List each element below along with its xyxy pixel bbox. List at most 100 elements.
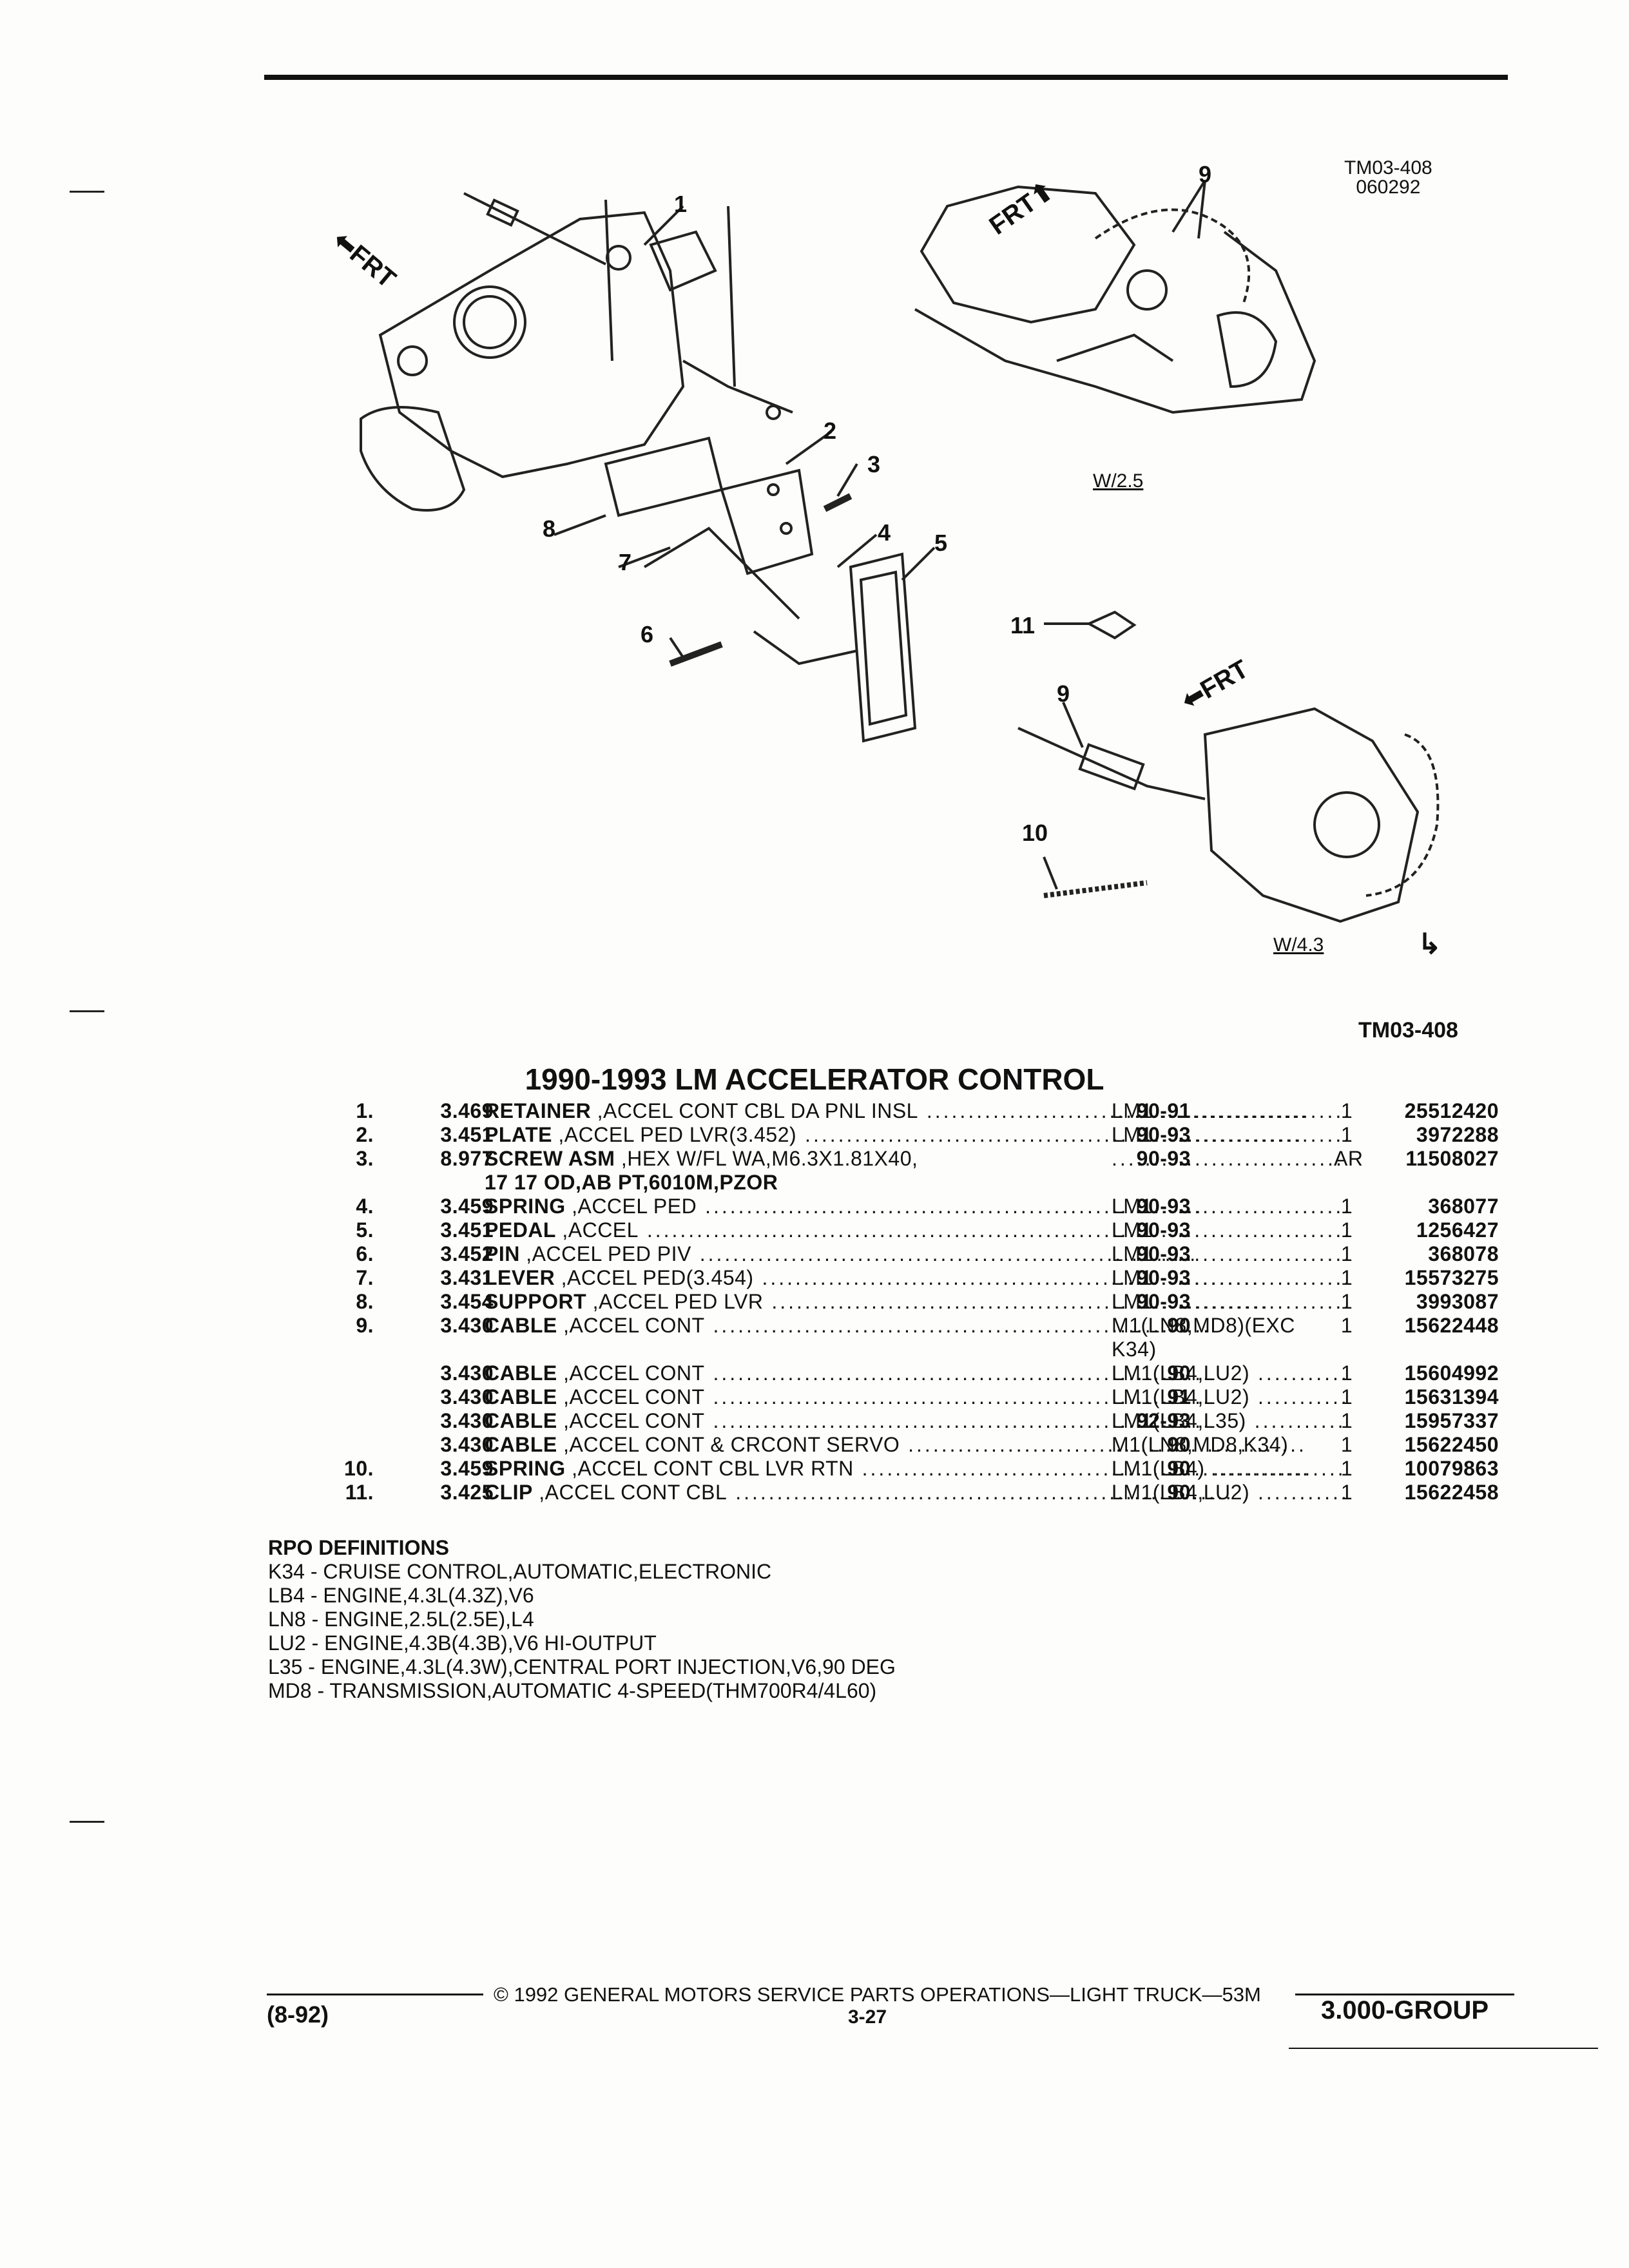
model-years: 90-93	[1136, 1147, 1191, 1170]
callout-4: 4	[878, 519, 891, 546]
cable-line-lower	[1017, 727, 1206, 800]
model-years: 90	[1167, 1361, 1191, 1385]
leader-dots: ........................................…	[1161, 1290, 1346, 1313]
group-number: 3.459	[440, 1195, 494, 1218]
plate-part	[720, 468, 814, 575]
model-code-text: LM1	[1112, 1099, 1153, 1122]
part-description: PEDAL ,ACCEL ...........................…	[485, 1218, 1307, 1242]
part-desc-text: ,ACCEL PED(3.454)	[555, 1266, 754, 1289]
panel-cutout	[360, 406, 466, 512]
lever-arm	[643, 526, 800, 620]
model-code-text: LM1(LB4,LU2)	[1112, 1385, 1250, 1408]
model-code-text: M1(LN8,MD8,K34)	[1112, 1433, 1289, 1456]
diagram-code: TM03-408	[1344, 157, 1432, 178]
leader-dots: ........................................…	[753, 1266, 1260, 1289]
group-number: 3.430	[440, 1409, 494, 1432]
part-desc-text: ,ACCEL CONT	[557, 1314, 705, 1337]
model-years: 90-93	[1136, 1123, 1191, 1146]
part-name: CLIP	[485, 1481, 533, 1504]
callout-2: 2	[824, 418, 837, 444]
footer-copyright: © 1992 GENERAL MOTORS SERVICE PARTS OPER…	[494, 1983, 1261, 2006]
model-years: 90	[1167, 1433, 1191, 1456]
leader-dots: ........................................…	[704, 1361, 1211, 1385]
model-code: LM1 ....................................…	[1112, 1099, 1346, 1123]
leader-dots: ........................................…	[727, 1481, 1234, 1504]
group-number: 3.430	[440, 1361, 494, 1385]
part-name: CABLE	[485, 1433, 557, 1456]
item-number: 9.	[356, 1314, 374, 1337]
model-code: M1(LN8,MD8,K34)	[1112, 1433, 1346, 1457]
pivot-pin	[669, 641, 723, 667]
leader-dots: ........................................…	[691, 1242, 1199, 1265]
part-description: SUPPORT ,ACCEL PED LVR .................…	[485, 1290, 1307, 1314]
leader-dots: ........................................…	[796, 1123, 1304, 1146]
leader-dots: ........................................…	[1161, 1218, 1346, 1242]
diagram-date: 060292	[1356, 177, 1421, 198]
part-name: LEVER	[485, 1266, 555, 1289]
model-code: LM1 ....................................…	[1112, 1290, 1346, 1314]
return-spring	[1043, 880, 1148, 898]
leader-dots: ........................................…	[926, 1099, 1307, 1122]
model-code-text: LM1	[1112, 1195, 1153, 1218]
quantity: 1	[1340, 1361, 1353, 1385]
group-number: 3.454	[440, 1290, 494, 1313]
item-number: 11.	[345, 1481, 374, 1504]
quantity: 1	[1340, 1266, 1353, 1289]
part-desc-text: ,ACCEL PED	[565, 1195, 697, 1218]
part-number: 3993087	[1416, 1290, 1499, 1313]
screw-part	[823, 493, 853, 512]
part-number: 1256427	[1416, 1218, 1499, 1242]
leader-dots: ........................................…	[1161, 1195, 1346, 1218]
model-code: LM1(LB4,LU2) ...........................…	[1112, 1385, 1346, 1409]
model-years: 90-93	[1136, 1218, 1191, 1242]
model-code-text: LM1	[1112, 1290, 1153, 1313]
group-number: 3.430	[440, 1433, 494, 1456]
part-name: CABLE	[485, 1409, 557, 1432]
throttle-body	[1203, 707, 1420, 923]
part-desc-text: ,ACCEL PED PIV	[519, 1242, 691, 1265]
callout-9-lower: 9	[1057, 680, 1070, 707]
part-description: CABLE ,ACCEL CONT ......................…	[485, 1385, 1307, 1409]
rpo-item: MD8 - TRANSMISSION,AUTOMATIC 4-SPEED(THM…	[268, 1679, 877, 1702]
footer-rule-right	[1295, 1994, 1514, 1995]
part-name: RETAINER	[485, 1099, 592, 1122]
model-code: LM1(LB4,LU2) ...........................…	[1112, 1481, 1346, 1504]
dash-panel	[378, 211, 685, 479]
quantity: 1	[1340, 1242, 1353, 1265]
model-code: LM1(LB4,LU2) ...........................…	[1112, 1361, 1346, 1385]
callout-10: 10	[1022, 820, 1048, 846]
callout-8: 8	[543, 515, 556, 542]
leader-dots: ........................................…	[908, 1433, 1307, 1456]
model-code: ........................................…	[1112, 1147, 1346, 1171]
model-years: 90-93	[1136, 1290, 1191, 1313]
quantity: 1	[1340, 1099, 1353, 1122]
part-name: SPRING	[485, 1457, 566, 1480]
part-number: 11508027	[1405, 1147, 1499, 1170]
leader-dots: ........................................…	[1257, 1481, 1346, 1504]
part-description: RETAINER ,ACCEL CONT CBL DA PNL INSL ...…	[485, 1099, 1307, 1123]
page-title: 1990-1993 LM ACCELERATOR CONTROL	[525, 1062, 1104, 1096]
quantity: 1	[1340, 1290, 1353, 1313]
rpo-item: LN8 - ENGINE,2.5L(2.5E),L4	[268, 1608, 534, 1631]
margin-mark	[70, 1821, 104, 1823]
quantity: 1	[1340, 1123, 1353, 1146]
callout-11: 11	[1010, 612, 1036, 639]
model-years: 90	[1167, 1314, 1191, 1337]
rpo-item: K34 - CRUISE CONTROL,AUTOMATIC,ELECTRONI…	[268, 1560, 772, 1583]
group-number: 3.425	[440, 1481, 494, 1504]
part-description: SCREW ASM ,HEX W/FL WA,M6.3X1.81X40,	[485, 1147, 1307, 1171]
footer-date: (8-92)	[267, 2001, 329, 2028]
model-years: 90	[1167, 1457, 1191, 1480]
part-description: LEVER ,ACCEL PED(3.454) ................…	[485, 1266, 1307, 1290]
part-desc-text: ,ACCEL CONT	[557, 1409, 705, 1432]
leader-dots: ........................................…	[1257, 1385, 1346, 1408]
part-number: 15604992	[1404, 1361, 1499, 1385]
leader-dots: ........................................…	[704, 1385, 1211, 1408]
model-years: 90	[1167, 1481, 1191, 1504]
part-number: 15622448	[1404, 1314, 1499, 1337]
leader-dots: ........................................…	[1161, 1123, 1346, 1146]
